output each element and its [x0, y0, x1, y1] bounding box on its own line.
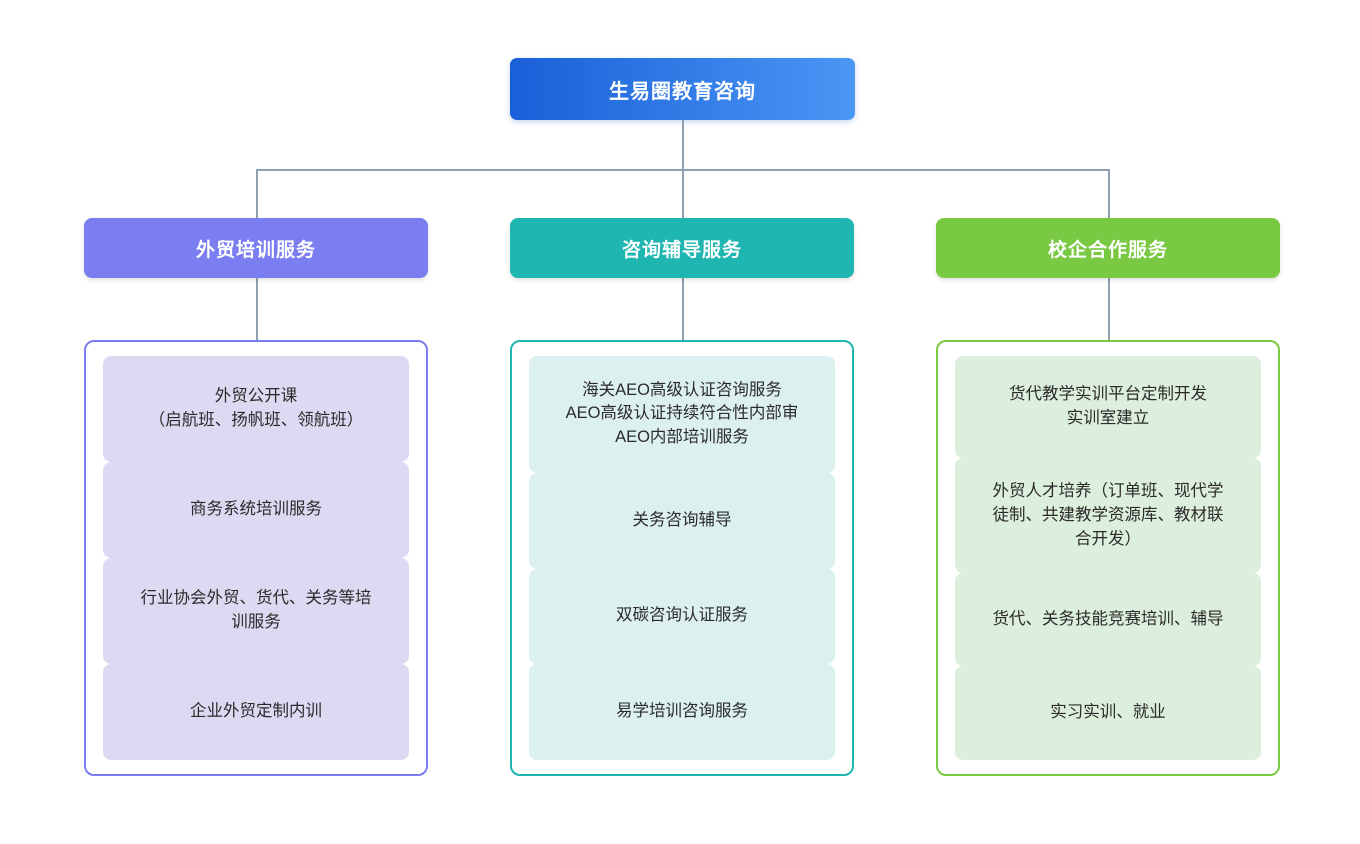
branch-header-consulting[interactable]: 咨询辅导服务 — [510, 218, 854, 278]
branch-header-label: 外贸培训服务 — [195, 239, 316, 261]
list-item[interactable]: 关务咨询辅导 — [529, 472, 835, 569]
list-item[interactable]: 易学培训咨询服务 — [529, 664, 835, 760]
list-item[interactable]: 商务系统培训服务 — [103, 461, 409, 558]
list-item[interactable]: 双碳咨询认证服务 — [529, 568, 835, 665]
list-item[interactable]: 货代、关务技能竞赛培训、辅导 — [955, 572, 1261, 667]
branch-panel-training: 外贸公开课 （启航班、扬帆班、领航班） 商务系统培训服务 行业协会外贸、货代、关… — [84, 340, 428, 776]
branch-header-school-enterprise[interactable]: 校企合作服务 — [936, 218, 1280, 278]
branch-panel-consulting: 海关AEO高级认证咨询服务 AEO高级认证持续符合性内部审 AEO内部培训服务 … — [510, 340, 854, 776]
list-item[interactable]: 外贸人才培养（订单班、现代学 徒制、共建教学资源库、教材联 合开发） — [955, 458, 1261, 573]
connector-drop-branch-3 — [1108, 169, 1110, 218]
list-item[interactable]: 货代教学实训平台定制开发 实训室建立 — [955, 356, 1261, 459]
branch-header-training[interactable]: 外贸培训服务 — [84, 218, 428, 278]
list-item[interactable]: 外贸公开课 （启航班、扬帆班、领航班） — [103, 356, 409, 462]
connector-root-stem — [682, 120, 684, 170]
list-item[interactable]: 行业协会外贸、货代、关务等培 训服务 — [103, 558, 409, 664]
connector-drop-branch-1 — [256, 169, 258, 218]
root-node-label: 生易圈教育咨询 — [609, 80, 756, 103]
connector-drop-branch-2 — [682, 169, 684, 218]
connector-header-panel-1 — [256, 278, 258, 340]
branch-header-label: 校企合作服务 — [1047, 239, 1168, 261]
branch-header-label: 咨询辅导服务 — [621, 239, 742, 261]
connector-header-panel-3 — [1108, 278, 1110, 340]
root-node[interactable]: 生易圈教育咨询 — [510, 58, 855, 120]
branch-panel-school-enterprise: 货代教学实训平台定制开发 实训室建立 外贸人才培养（订单班、现代学 徒制、共建教… — [936, 340, 1280, 776]
connector-header-panel-2 — [682, 278, 684, 340]
list-item[interactable]: 企业外贸定制内训 — [103, 663, 409, 760]
list-item[interactable]: 实习实训、就业 — [955, 666, 1261, 760]
list-item[interactable]: 海关AEO高级认证咨询服务 AEO高级认证持续符合性内部审 AEO内部培训服务 — [529, 356, 835, 473]
